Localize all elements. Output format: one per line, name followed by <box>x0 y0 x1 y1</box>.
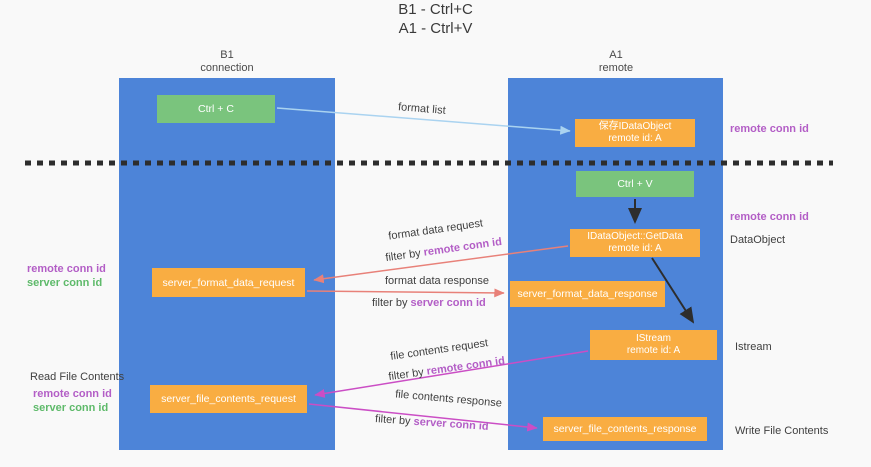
server-conn-id-text: server conn id <box>410 297 486 309</box>
node-ctrl-c: Ctrl + C <box>157 95 275 123</box>
column-a1-name: A1 <box>609 49 623 61</box>
label-format-list: format list <box>397 101 447 117</box>
label-filter-by-server-2: filter by server conn id <box>375 413 489 433</box>
label-format-data-request: format data request <box>387 217 484 243</box>
node-server-file-contents-response: server_file_contents_response <box>543 417 707 441</box>
filter-by-text: filter by <box>374 413 411 428</box>
side-server-conn-id-left: server conn id <box>27 277 103 289</box>
side-conn-ids-top: remote conn id server conn id <box>27 262 106 290</box>
side-istream: Istream <box>735 341 772 353</box>
side-remote-conn-id-top: remote conn id <box>730 123 809 135</box>
filter-by-text: filter by <box>372 297 408 309</box>
node-getdata-subtitle: remote id: A <box>608 243 662 254</box>
remote-conn-id-text: remote conn id <box>425 354 506 378</box>
node-server-format-data-request: server_format_data_request <box>152 268 305 297</box>
node-ctrl-v-label: Ctrl + V <box>617 178 653 190</box>
column-b1-name: B1 <box>220 49 234 61</box>
title-line-1: B1 - Ctrl+C <box>398 1 473 18</box>
node-ctrl-v: Ctrl + V <box>576 171 694 197</box>
server-conn-id-text: server conn id <box>413 415 490 433</box>
node-format-request-label: server_format_data_request <box>162 276 295 289</box>
node-save-idataobject-title: 保存IDataObject <box>598 121 672 132</box>
filter-by-text: filter by <box>387 366 425 384</box>
title-line-2: A1 - Ctrl+V <box>398 20 473 37</box>
side-dataobject: DataObject <box>730 234 786 246</box>
node-format-response-label: server_format_data_response <box>517 288 658 300</box>
node-file-response-label: server_file_contents_response <box>553 423 697 435</box>
node-istream: IStream remote id: A <box>590 330 717 360</box>
side-remote-conn-id-left2: remote conn id <box>33 388 112 400</box>
side-write-file-contents: Write File Contents <box>735 425 829 437</box>
node-getdata-title: IDataObject::GetData <box>587 231 683 242</box>
node-save-idataobject: 保存IDataObject remote id: A <box>575 119 695 147</box>
side-remote-conn-id-mid: remote conn id <box>730 211 809 223</box>
label-filter-by-server-1: filter by server conn id <box>372 297 486 309</box>
column-b1-role: connection <box>200 62 254 74</box>
side-remote-conn-id-left: remote conn id <box>27 263 106 275</box>
diagram-title: B1 - Ctrl+C A1 - Ctrl+V <box>0 0 871 38</box>
side-conn-ids-bottom: remote conn id server conn id <box>33 387 112 415</box>
side-server-conn-id-left2: server conn id <box>33 402 109 414</box>
label-format-data-response: format data response <box>385 275 489 287</box>
node-server-format-data-response: server_format_data_response <box>510 281 665 307</box>
node-save-idataobject-subtitle: remote id: A <box>608 133 662 144</box>
column-header-b1: B1 connection <box>119 49 335 75</box>
node-istream-title: IStream <box>635 333 671 344</box>
node-idataobject-getdata: IDataObject::GetData remote id: A <box>570 229 700 257</box>
node-file-request-label: server_file_contents_request <box>161 393 296 405</box>
label-file-contents-response: file contents response <box>394 388 503 410</box>
remote-conn-id-text: remote conn id <box>422 235 503 259</box>
column-header-a1: A1 remote <box>508 49 724 75</box>
node-istream-subtitle: remote id: A <box>626 345 681 356</box>
filter-by-text: filter by <box>384 247 422 265</box>
node-ctrl-c-label: Ctrl + C <box>198 103 234 115</box>
column-a1-role: remote <box>598 62 634 74</box>
side-read-file-contents: Read File Contents <box>30 371 125 383</box>
node-server-file-contents-request: server_file_contents_request <box>150 385 307 413</box>
arrow-format-data-response <box>306 288 505 298</box>
